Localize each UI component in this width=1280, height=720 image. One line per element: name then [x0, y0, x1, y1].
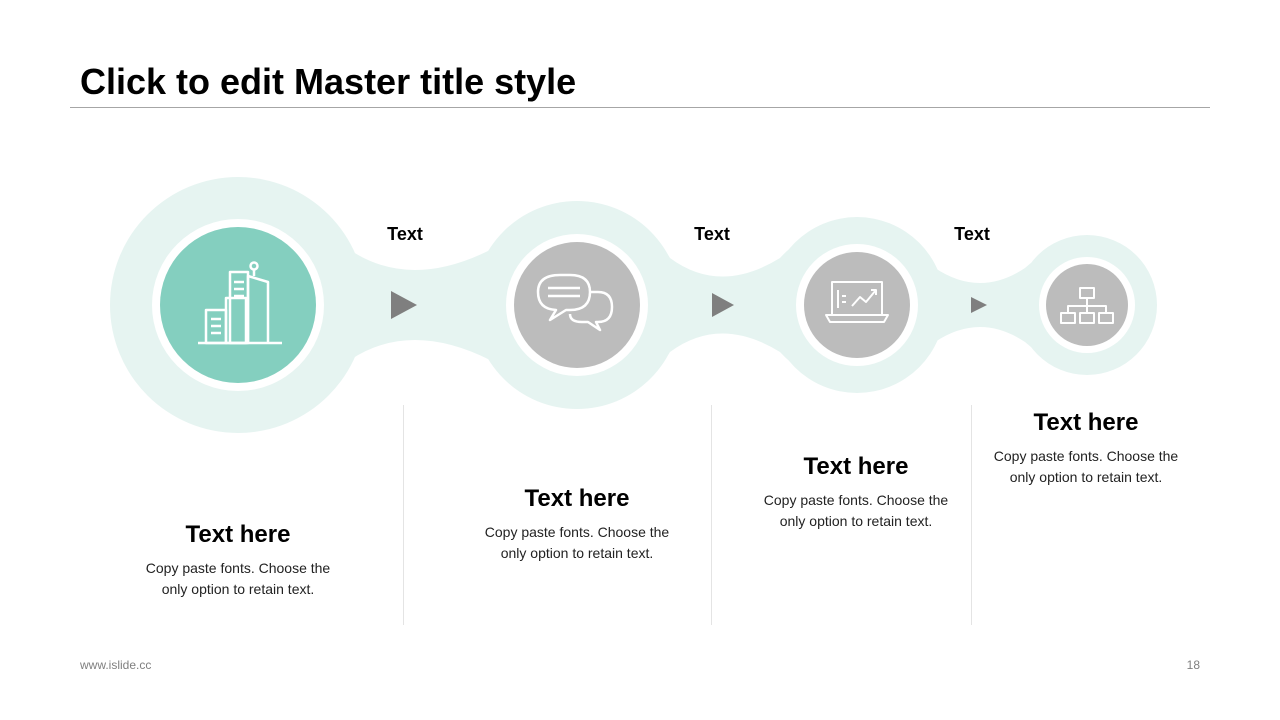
slide-title[interactable]: Click to edit Master title style — [80, 61, 577, 102]
arrow-right-icon — [971, 297, 987, 313]
buildings-icon — [198, 261, 282, 345]
step-1: Text here Copy paste fonts. Choose the o… — [118, 520, 358, 600]
step-description-line: only option to retain text. — [161, 581, 315, 597]
step-description[interactable]: Copy paste fonts. Choose the only option… — [966, 446, 1206, 488]
laptop-chart-icon — [825, 281, 889, 323]
step-title[interactable]: Text here — [803, 453, 909, 480]
step-description-line: Copy paste fonts. Choose the — [484, 524, 670, 540]
step-description[interactable]: Copy paste fonts. Choose the only option… — [736, 490, 976, 532]
node-circle-3[interactable] — [804, 252, 910, 358]
chat-bubbles-icon — [536, 273, 614, 332]
column-divider — [403, 405, 404, 625]
step-description-line: only option to retain text. — [1009, 469, 1163, 485]
node-circle-1[interactable] — [160, 227, 316, 383]
connector-label-2[interactable]: Text — [694, 224, 730, 244]
arrow-right-icon — [712, 293, 734, 317]
connector-label-1[interactable]: Text — [387, 224, 423, 244]
step-2: Text here Copy paste fonts. Choose the o… — [457, 484, 697, 564]
column-divider — [711, 405, 712, 625]
step-title[interactable]: Text here — [1033, 409, 1139, 436]
step-description[interactable]: Copy paste fonts. Choose the only option… — [457, 522, 697, 564]
step-3: Text here Copy paste fonts. Choose the o… — [736, 452, 976, 532]
node-circle-2[interactable] — [514, 242, 640, 368]
page-number: 18 — [1186, 658, 1200, 672]
step-title[interactable]: Text here — [524, 485, 630, 512]
step-description-line: only option to retain text. — [779, 513, 933, 529]
footer-url: www.islide.cc — [80, 658, 152, 672]
title-divider — [70, 107, 1210, 108]
column-divider — [971, 405, 972, 625]
connector-label-3[interactable]: Text — [954, 224, 990, 244]
org-chart-icon — [1060, 287, 1114, 324]
step-title[interactable]: Text here — [185, 521, 291, 548]
step-description[interactable]: Copy paste fonts. Choose the only option… — [118, 558, 358, 600]
step-4: Text here Copy paste fonts. Choose the o… — [966, 408, 1206, 488]
step-description-line: only option to retain text. — [500, 545, 654, 561]
step-description-line: Copy paste fonts. Choose the — [145, 560, 331, 576]
step-description-line: Copy paste fonts. Choose the — [993, 448, 1179, 464]
step-description-line: Copy paste fonts. Choose the — [763, 492, 949, 508]
arrow-right-icon — [391, 291, 417, 319]
